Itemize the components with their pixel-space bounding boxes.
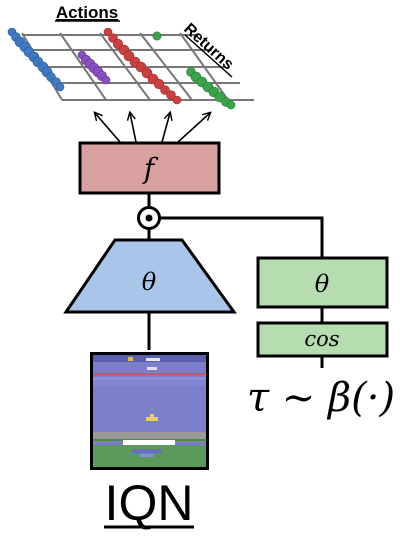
return-distribution-plot: Actions Returns [7,3,254,110]
tau-sampling-formula: τ ∼ β(·) [247,375,395,421]
circled-dot-icon [137,206,161,230]
theta-embedding-label: θ [315,270,330,298]
model-name-label: IQN [105,475,194,531]
returns-underline [184,34,233,78]
distribution-green [152,31,236,110]
cos-label: cos [304,327,339,351]
theta-network-trapezoid [63,238,237,314]
distribution-red [103,27,182,105]
distribution-purple [77,50,111,85]
theta-network-label: θ [142,268,157,296]
actions-label: Actions [56,3,118,22]
distribution-blue [7,27,65,92]
combine-to-embedding-edge [160,216,324,258]
theta-embedding-box [256,256,389,309]
output-arrows [95,113,210,143]
atari-frame-icon [90,352,209,470]
